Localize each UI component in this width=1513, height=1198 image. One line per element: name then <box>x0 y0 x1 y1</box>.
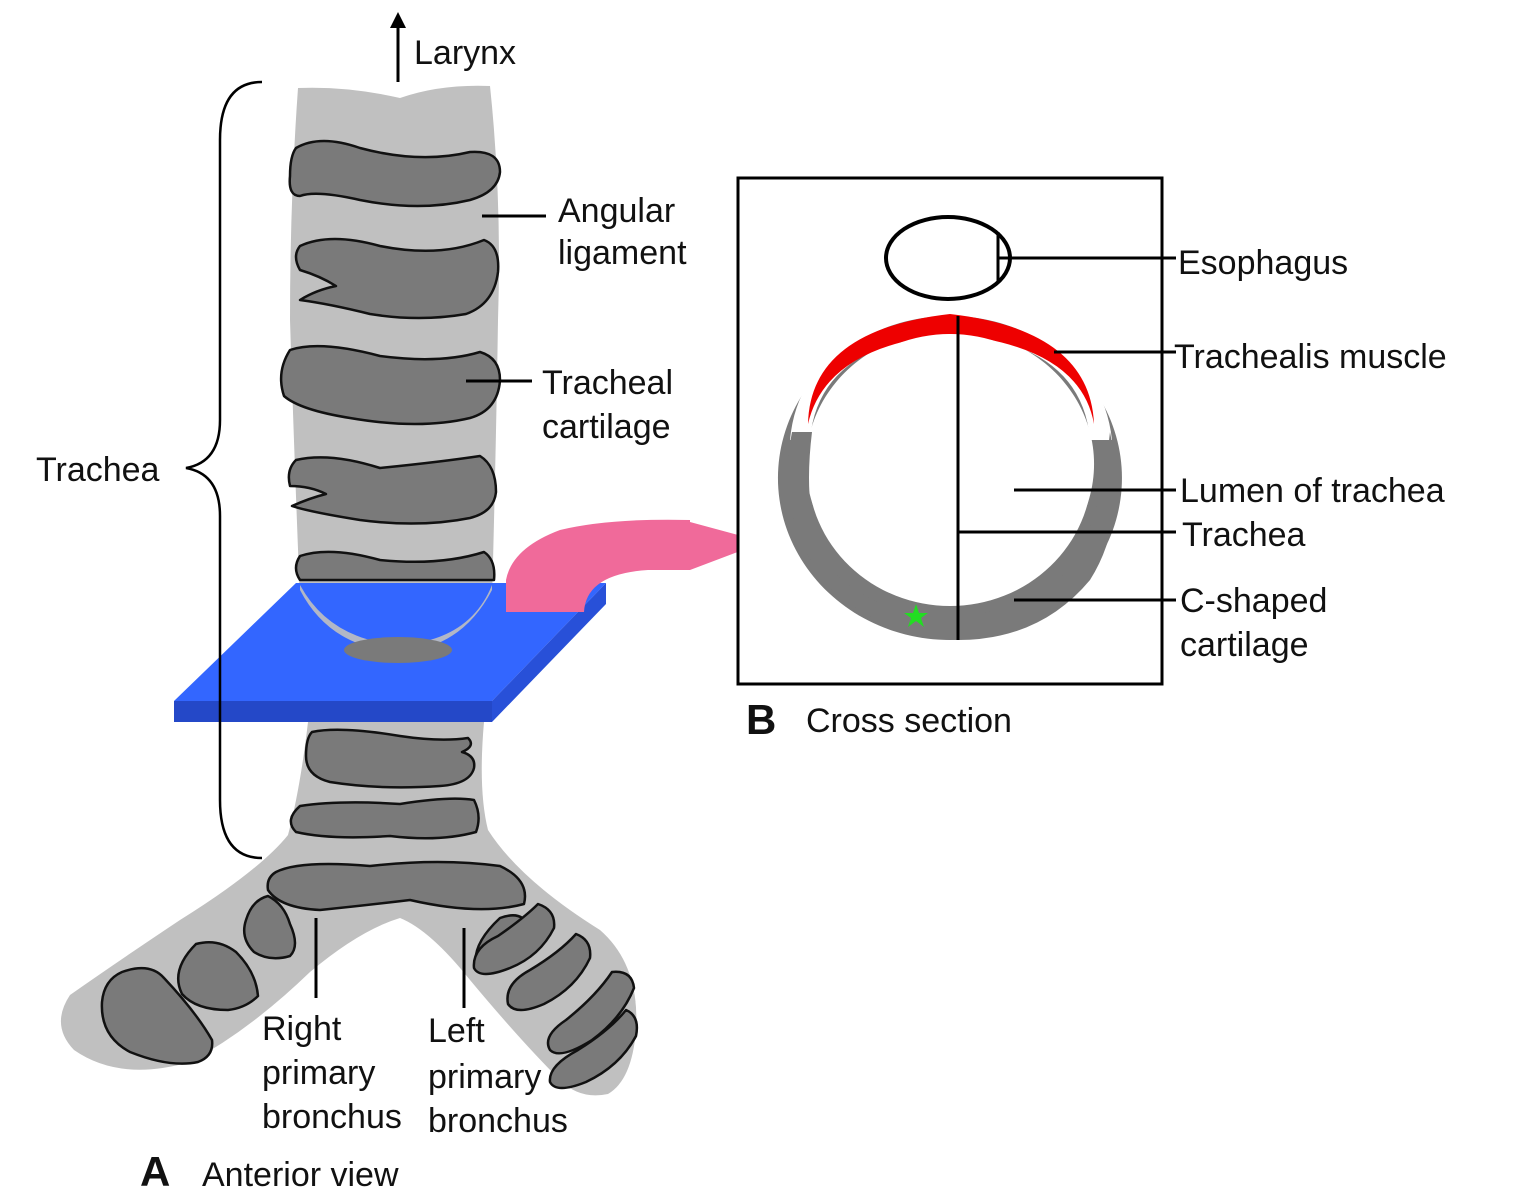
left-bronchus-label-1: Left <box>428 1012 485 1050</box>
cartilage-ring <box>304 728 476 789</box>
section-arrow-tail <box>506 519 690 612</box>
cartilage-ring <box>294 550 496 582</box>
cartilage-ring <box>287 454 498 525</box>
right-bronchus-label-1: Right <box>262 1010 342 1048</box>
cartilage-ring <box>177 941 260 1012</box>
green-star <box>904 604 928 627</box>
panel-b: Esophagus Trachealis muscle Lumen of tra… <box>736 176 1447 743</box>
trachea-label: Trachea <box>36 451 160 489</box>
esophagus-label: Esophagus <box>1178 244 1348 282</box>
tracheal-rings-lower <box>100 728 639 1090</box>
left-bronchus-label-3: bronchus <box>428 1102 568 1140</box>
cartilage-ring <box>100 966 214 1065</box>
c-cartilage-label-2: cartilage <box>1180 626 1309 664</box>
angular-ligament-label-1: Angular <box>558 192 675 230</box>
right-bronchus-label-2: primary <box>262 1054 375 1092</box>
cartilage-ring <box>243 894 297 960</box>
section-arrow <box>506 522 764 612</box>
trachea-tube-bottom <box>300 585 492 652</box>
trachea-brace <box>185 80 263 860</box>
cartilage-ring <box>266 860 527 912</box>
cartilage-ring <box>506 932 592 1012</box>
cartilage-ring <box>548 1008 639 1090</box>
cartilage-ring <box>546 970 636 1055</box>
panel-a-letter: A <box>140 1148 170 1195</box>
tracheal-cartilage-label-1: Tracheal <box>542 364 673 402</box>
lumen-label: Lumen of trachea <box>1180 472 1445 510</box>
larynx-label: Larynx <box>414 34 516 72</box>
trachea-cross-label: Trachea <box>1182 516 1306 554</box>
cartilage-ring <box>472 902 556 976</box>
c-cartilage-label-1: C-shaped <box>1180 582 1327 620</box>
panel-a-caption: Anterior view <box>202 1156 399 1194</box>
cartilage-ring <box>289 797 480 840</box>
panel-a: Larynx Angular ligament Tracheal cartila… <box>36 12 764 1195</box>
trachealis-label: Trachealis muscle <box>1174 338 1447 376</box>
tracheal-rings-upper <box>279 139 502 582</box>
trachealis-muscle-shape <box>808 314 1094 424</box>
panel-b-letter: B <box>746 696 776 743</box>
esophagus-shape <box>884 215 1012 301</box>
lumen-shape <box>808 334 1092 606</box>
left-bronchus-label-2: primary <box>428 1058 541 1096</box>
cartilage-ring <box>294 237 500 320</box>
angular-ligament-label-2: ligament <box>558 234 687 272</box>
lumen-opening <box>344 637 452 663</box>
panel-b-caption: Cross section <box>806 702 1012 740</box>
right-bronchus-label-3: bronchus <box>262 1098 402 1136</box>
tracheal-cartilage-label-2: cartilage <box>542 408 671 446</box>
cartilage-ring <box>288 139 502 208</box>
larynx-arrow <box>390 12 406 82</box>
cartilage-ring <box>279 344 502 426</box>
